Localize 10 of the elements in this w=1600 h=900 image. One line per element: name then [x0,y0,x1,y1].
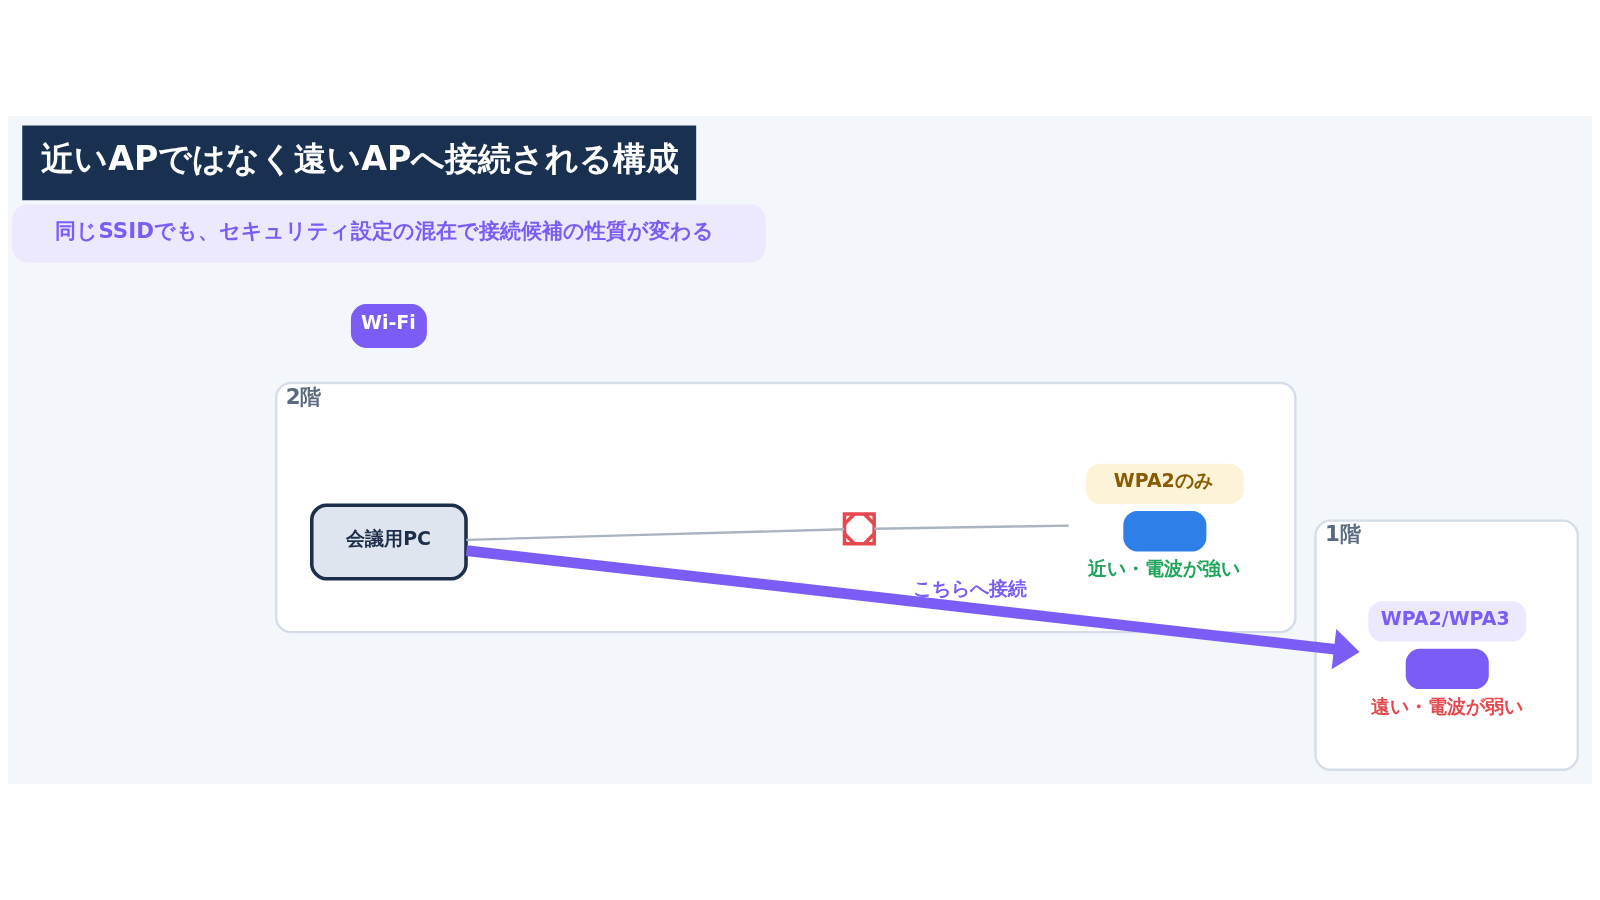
arrow [465,545,1360,670]
node-box: 会議用PC [309,503,468,581]
label: Wi-Fi [360,311,416,334]
diagram-title: 近いAPではなく遠いAPへ接続される構成 [41,139,680,179]
node-label: 遠い・電波が弱い [1370,694,1523,717]
connector [874,524,1069,530]
connector [466,528,845,541]
label: 同じSSIDでも、セキュリティ設定の混在で接続候補の性質が変わる [55,217,714,243]
edge-label: こちらへ接続 [913,577,1028,600]
node-label: 近い・電波が強い [1088,556,1241,579]
